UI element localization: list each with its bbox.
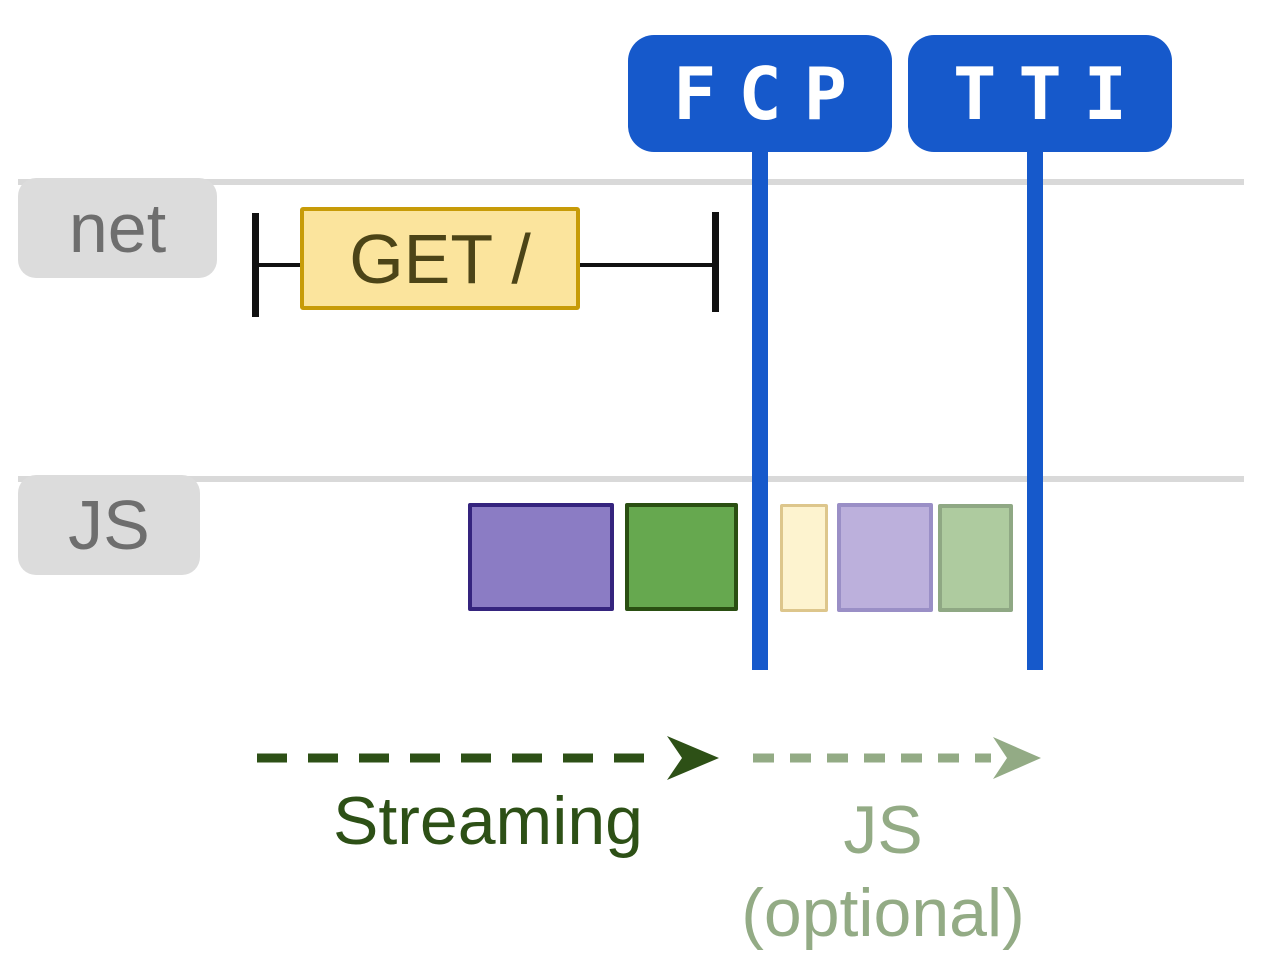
net-lane-label-text: net xyxy=(68,189,167,267)
streaming-arrow xyxy=(257,736,719,780)
js-task-purple xyxy=(468,503,614,611)
js-task-pale-purple xyxy=(837,503,933,612)
fcp-marker-line xyxy=(752,140,768,670)
streaming-label: Streaming xyxy=(255,782,721,860)
js-lane-label-text: JS xyxy=(68,486,150,564)
tti-marker-line xyxy=(1027,140,1043,670)
js-task-green xyxy=(625,503,738,611)
tti-badge: TTI xyxy=(908,35,1172,152)
net-lane-line xyxy=(18,179,1244,185)
fcp-badge-label: FCP xyxy=(672,51,870,136)
js-optional-label: JS (optional) xyxy=(718,789,1048,955)
js-task-pale-green xyxy=(938,504,1013,612)
net-lane-label: net xyxy=(18,178,217,278)
get-request-label: GET / xyxy=(349,219,531,298)
tti-badge-label: TTI xyxy=(952,51,1150,136)
request-end-tick xyxy=(712,212,719,312)
js-lane-line xyxy=(18,476,1244,482)
js-lane-label: JS xyxy=(18,475,200,575)
js-optional-label-line1: JS xyxy=(843,792,923,868)
streaming-label-text: Streaming xyxy=(333,783,643,859)
js-task-pale-yellow xyxy=(780,504,828,612)
js-optional-label-line2: (optional) xyxy=(741,874,1025,951)
get-request-box: GET / xyxy=(300,207,580,310)
js-optional-arrow xyxy=(753,737,1041,779)
fcp-badge: FCP xyxy=(628,35,892,152)
